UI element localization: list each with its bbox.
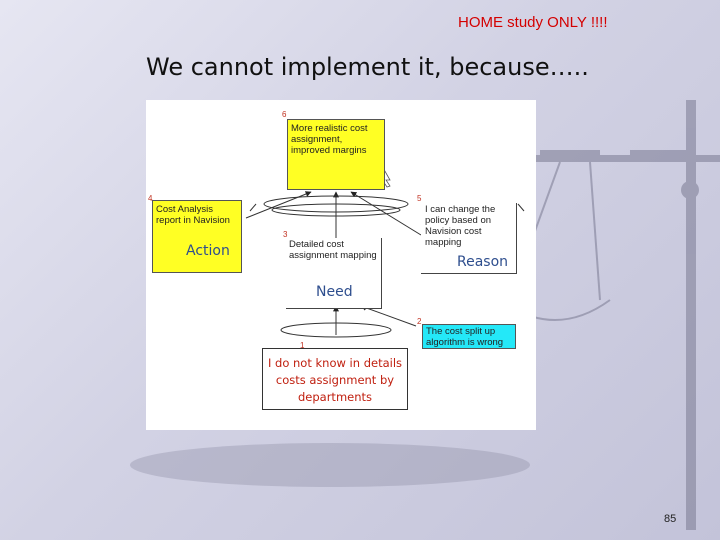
slide-title: We cannot implement it, because….. [146, 53, 589, 81]
node-number-1: 1 [300, 341, 305, 350]
home-study-note: HOME study ONLY !!!! [458, 14, 608, 31]
label-action: Action [186, 243, 230, 259]
node-text: More realistic cost assignment, improved… [291, 123, 368, 156]
node-cost-split-algorithm: The cost split up algorithm is wrong [422, 324, 516, 349]
node-text: Detailed cost assignment mapping [289, 239, 377, 261]
node-number-5: 5 [417, 194, 422, 203]
node-cost-analysis-report: Cost Analysis report in Navision [152, 200, 242, 273]
cause-effect-diagram: 6 More realistic cost assignment, improv… [146, 100, 536, 430]
node-text: Cost Analysis report in Navision [156, 204, 230, 226]
node-text: I can change the policy based on Navisio… [425, 204, 496, 248]
node-number-3: 3 [283, 230, 288, 239]
node-text: The cost split up algorithm is wrong [426, 326, 504, 348]
node-text: I do not know in details costs assignmen… [267, 356, 403, 404]
label-need: Need [316, 284, 353, 300]
node-number-2: 2 [417, 317, 422, 326]
node-number-6: 6 [282, 110, 287, 119]
node-unknown-cost-assignment: I do not know in details costs assignmen… [262, 348, 408, 410]
label-reason: Reason [457, 254, 509, 270]
node-number-4: 4 [148, 194, 153, 203]
node-realistic-cost-assignment: More realistic cost assignment, improved… [287, 119, 385, 190]
page-number: 85 [664, 513, 677, 525]
node-detailed-cost-mapping: Detailed cost assignment mapping [286, 238, 382, 309]
node-change-policy: I can change the policy based on Navisio… [421, 203, 517, 274]
